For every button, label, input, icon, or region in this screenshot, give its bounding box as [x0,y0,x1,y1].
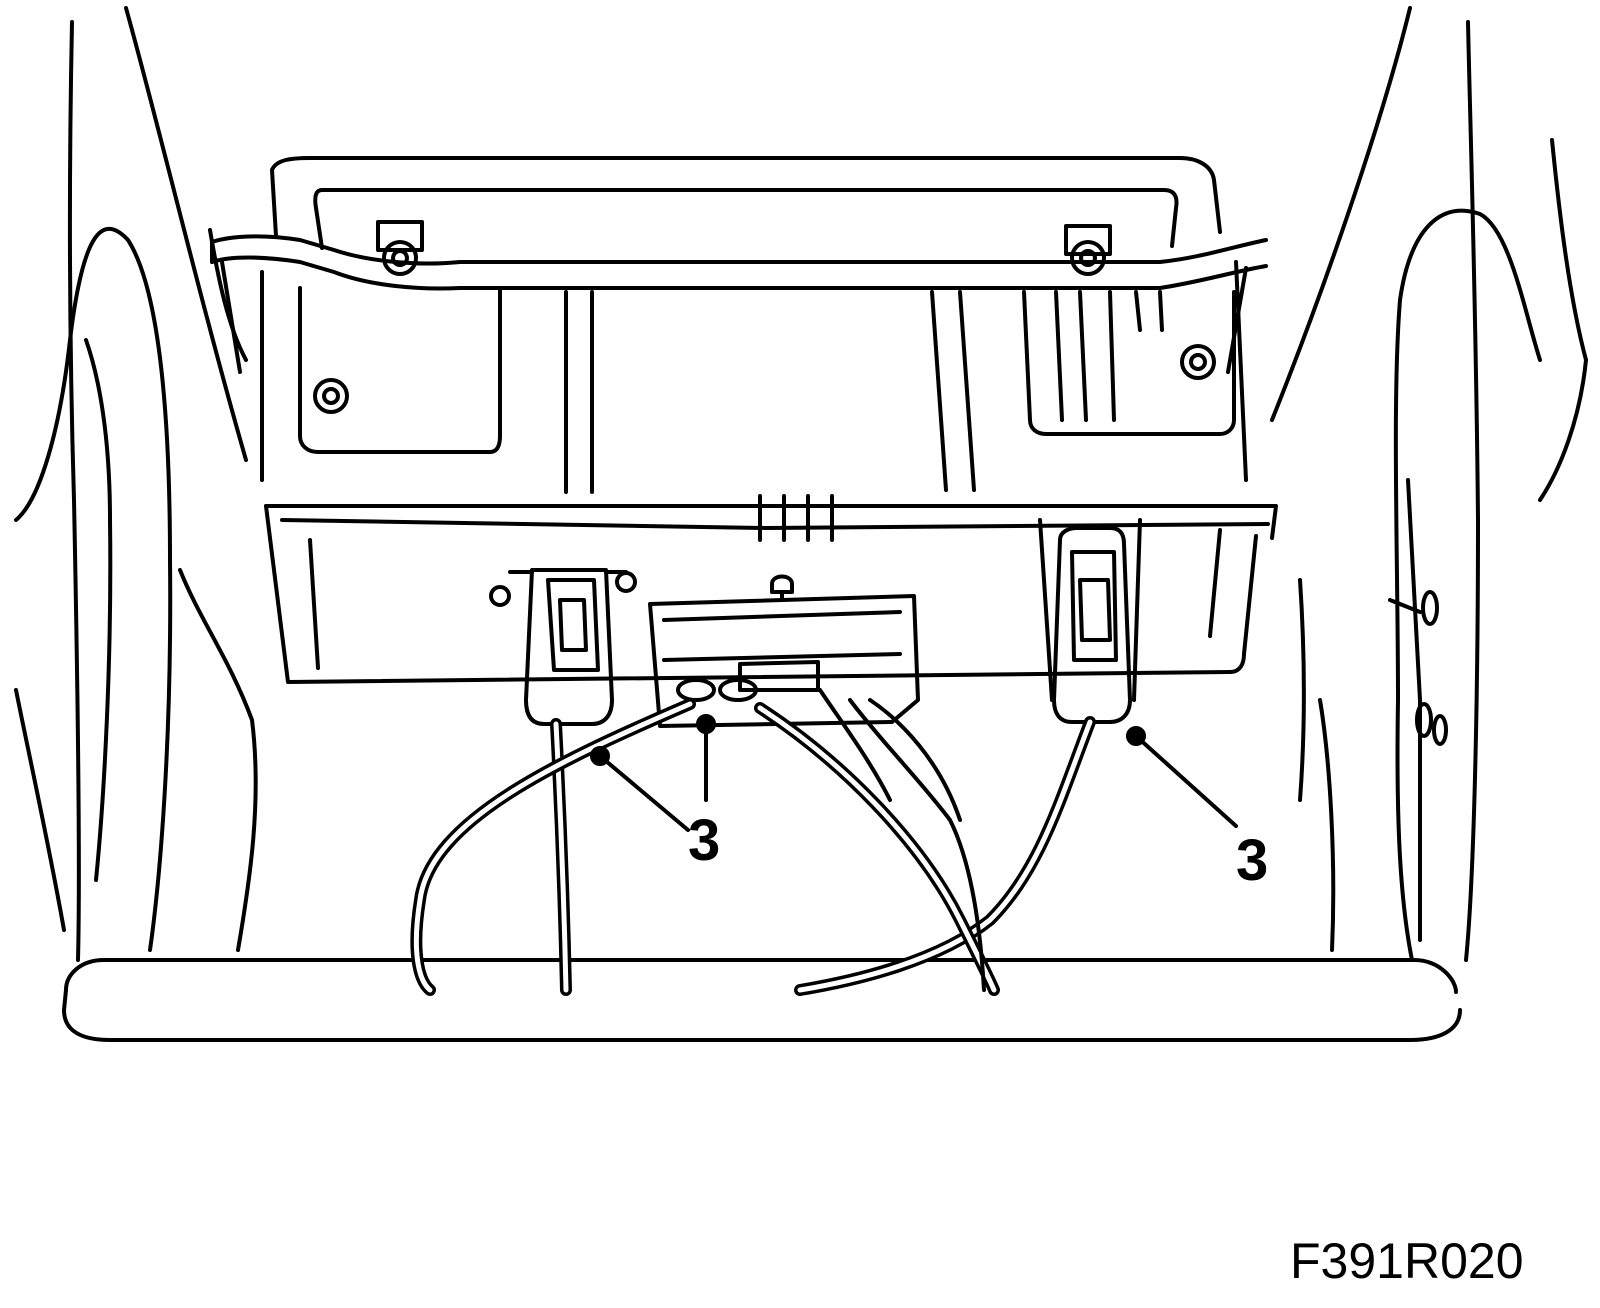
center-multipin-connector [648,594,920,728]
mounting-bracket [210,156,1268,374]
right-trim-panel [1270,6,1588,962]
console-floor-frame [62,958,1462,1042]
callout-label: 3 [688,808,721,873]
callout-label: 3 [1236,828,1269,893]
callout-leaders [590,714,1238,832]
wiring-harness [410,688,1096,996]
control-unit [260,260,1278,684]
left-trim-panel [14,6,258,962]
right-connector [1038,518,1142,724]
left-connector [489,568,637,726]
figure-id: F391R020 [1290,1233,1524,1289]
